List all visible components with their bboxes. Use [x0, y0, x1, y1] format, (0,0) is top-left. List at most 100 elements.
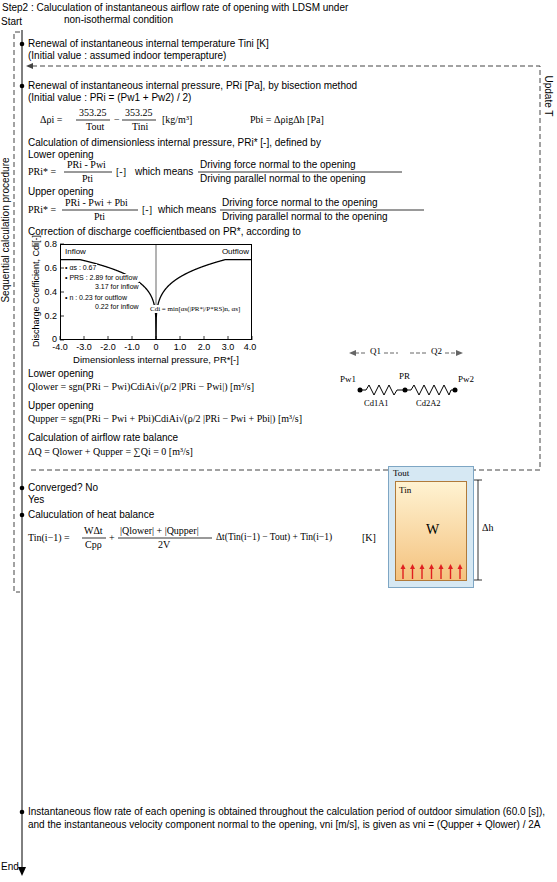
- equation-term: +: [109, 532, 115, 544]
- node-text: Cdi = min[αs(|PR*|/P*RS)n, αs]: [149, 305, 241, 313]
- step-text: Upper opening: [28, 400, 94, 412]
- equation-term: [-]: [116, 166, 126, 178]
- equation-term: Driving force normal to the opening: [200, 159, 356, 171]
- tick-label: 2.0: [198, 342, 211, 353]
- flow-arrow: [384, 353, 398, 354]
- flow-line: [22, 30, 23, 868]
- node-text: W: [426, 522, 439, 539]
- equation-term: PRi* =: [28, 204, 56, 216]
- resistance-label: Cd1A1: [364, 398, 389, 408]
- loop-label: Sequential calculation procedure: [0, 157, 12, 302]
- tick-label: 0: [153, 342, 158, 353]
- chart-frame: InflowOutflow• αs : 0.67• PRS : 2.89 for…: [60, 244, 252, 340]
- node-text: • n : 0.23 for outflow: [64, 294, 128, 302]
- bullets: [20, 42, 25, 815]
- room-box: TinW: [395, 481, 467, 581]
- flow-arrow: [410, 353, 428, 354]
- fraction-bar: [64, 172, 112, 173]
- decision-text: Converged? No: [28, 482, 98, 494]
- pressure-label: Pw2: [458, 374, 474, 385]
- node-text: • PRS : 2.89 for outflow: [64, 274, 139, 282]
- outer-loop: [14, 32, 20, 592]
- equation-term: Pti: [82, 173, 93, 185]
- dimension-tick: [474, 580, 482, 581]
- equation-term: Driving parallel normal to the opening: [200, 173, 366, 185]
- fraction-bar: [220, 210, 424, 211]
- axis-title: Discharge Coefficient, Cdi[-]: [31, 235, 42, 347]
- chart-art: [60, 244, 252, 340]
- equation-term: Qupper = sgn(PRi − Pwi + Pbi)CdiAi√(ρ/2 …: [28, 413, 302, 425]
- equation-term: Cpρ: [85, 539, 102, 551]
- dimension-label: Δh: [482, 522, 493, 534]
- resistor-symbol: [362, 385, 403, 395]
- end-label: End: [1, 861, 19, 873]
- flow-arrowhead: [18, 867, 26, 876]
- step-text: Upper opening: [28, 186, 94, 198]
- tick-label: -4.0: [52, 342, 68, 353]
- equation-term: Pti: [94, 211, 105, 223]
- inner-loop: [28, 66, 540, 470]
- tick-label: 1.0: [174, 342, 187, 353]
- heat-arrow: [421, 568, 422, 579]
- node-text: Tin: [399, 485, 411, 496]
- fraction-bar: [76, 120, 110, 121]
- heat-arrow: [402, 568, 403, 579]
- flow-arrow: [355, 353, 367, 354]
- equation-term: Driving force normal to the opening: [222, 197, 378, 209]
- bullet: [20, 84, 25, 89]
- figure-title: Step2 : Caluculation of instantaneous ai…: [2, 2, 364, 26]
- loop-arrowhead: [26, 63, 33, 69]
- heat-arrowhead: [439, 564, 444, 569]
- equation-term: WΔt: [84, 525, 103, 537]
- loop-label: Update T: [542, 76, 554, 117]
- heat-arrow: [431, 568, 432, 579]
- equation-term: which means: [135, 166, 193, 178]
- node-text: Inflow: [64, 247, 87, 257]
- node-text: 0.22 for inflow: [94, 303, 140, 311]
- fraction-bar: [62, 210, 138, 211]
- equation-term: 353.25: [79, 107, 107, 119]
- equation-term: which means: [158, 204, 216, 216]
- heat-arrow: [440, 568, 441, 579]
- heat-arrowhead: [401, 564, 406, 569]
- step-text: Calculation of airflow rate balance: [28, 432, 178, 444]
- equation-term: Tin(i−1) =: [28, 532, 70, 544]
- equation-term: ΔQ = Qlower + Qupper = ∑Qi = 0 [m³/s]: [28, 446, 193, 458]
- step-text: Renewal of instantaneous internal temper…: [28, 38, 269, 50]
- heat-arrowhead: [410, 564, 415, 569]
- heat-arrowhead: [448, 564, 453, 569]
- tick-label: 0.4: [44, 287, 57, 298]
- decision-text: Yes: [28, 494, 44, 506]
- axis-title: Dimensionless internal pressure, PR*[-]: [73, 354, 239, 365]
- step-text: Caluculation of heat balance: [28, 509, 154, 521]
- equation-term: 353.25: [125, 107, 153, 119]
- bullet: [20, 486, 25, 491]
- equation-term: PRi - Pwi: [67, 159, 106, 171]
- heat-arrowhead: [420, 564, 425, 569]
- step-text: Lower opening: [28, 368, 94, 380]
- flow-arrowhead: [456, 350, 463, 356]
- resistance-label: Cd2A2: [416, 398, 441, 408]
- flow-arrow: [445, 353, 456, 354]
- equation-term: PRi - Pwi + Pbi: [65, 197, 128, 209]
- node-text: Outflow: [221, 247, 250, 257]
- zero-line: [156, 244, 157, 340]
- pressure-label: PR: [399, 371, 410, 382]
- equation-term: Qlower = sgn(PRi − Pwi)CdiAi√(ρ/2 |PRi −…: [28, 381, 254, 393]
- terminal-dot: [453, 388, 458, 393]
- step-text: (Initial value : assumed indoor temperap…: [28, 50, 226, 62]
- equation-term: Δt(Tin(i−1) − Tout) + Tin(i−1): [216, 532, 332, 543]
- flow-label: Q2: [431, 346, 442, 357]
- tick-label: -1.0: [124, 342, 140, 353]
- tick-label: 0.6: [44, 263, 57, 274]
- step-text: Calculation of dimensionless internal pr…: [28, 137, 321, 149]
- tick-label: 0.8: [44, 239, 57, 250]
- bullet: [20, 513, 25, 518]
- dimension-tick: [474, 480, 482, 481]
- height-dimension: [474, 480, 482, 580]
- equation-term: Driving parallel normal to the opening: [222, 211, 388, 223]
- equation-term: Tini: [132, 121, 148, 133]
- node-text: 3.17 for inflow: [94, 283, 140, 291]
- flow-arrowhead: [349, 350, 356, 356]
- resistor-symbol: [407, 385, 453, 395]
